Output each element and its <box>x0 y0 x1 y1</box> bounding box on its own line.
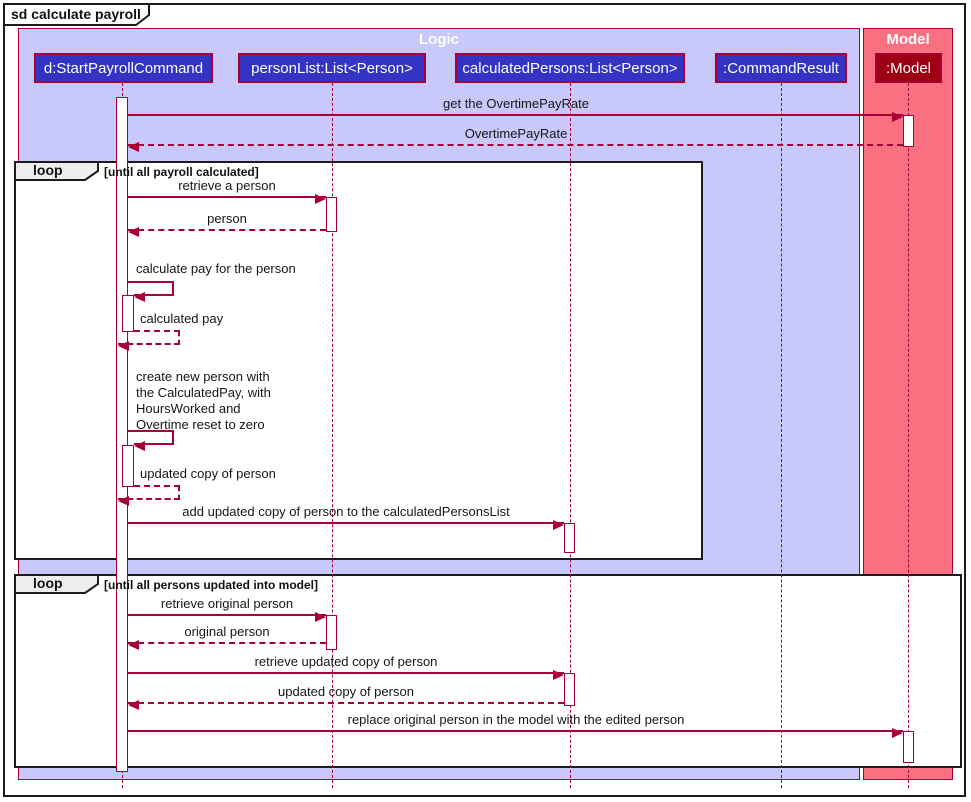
arrowhead-icon <box>315 194 326 204</box>
arrowhead-icon <box>128 142 139 152</box>
loop2-label-tab <box>14 574 99 594</box>
arrowhead-icon <box>553 670 564 680</box>
participant-label: personList:List<Person> <box>251 59 413 77</box>
participant-label: :CommandResult <box>723 59 839 77</box>
message-label-retrieve-a-person: retrieve a person <box>178 178 276 193</box>
message-label-return-calculated-pay: calculated pay <box>140 311 224 326</box>
message-calculate-pay-side <box>172 282 174 296</box>
activation-calculatedpersons-1 <box>564 523 575 553</box>
participant-startpayrollcommand: d:StartPayrollCommand <box>34 53 213 83</box>
message-label-create-new-person-line1: create new person with <box>136 369 270 384</box>
activation-d-nested-2 <box>122 445 134 487</box>
message-label-retrieve-updated-copy: retrieve updated copy of person <box>254 654 438 669</box>
logic-frame-label: Logic <box>419 31 459 48</box>
activation-d-nested-1 <box>122 295 134 332</box>
message-label-return-updated-copy: updated copy of person <box>278 684 414 699</box>
arrowhead-icon <box>128 227 139 237</box>
model-frame-label: Model <box>886 31 930 48</box>
message-return-calculated-pay-top <box>134 330 180 332</box>
loop1-condition: [until all payroll calculated] <box>104 165 259 179</box>
arrowhead-icon <box>134 441 145 451</box>
message-return-calculated-pay-bottom <box>118 341 180 351</box>
arrowhead-icon <box>892 728 903 738</box>
loop2-frame <box>14 574 962 768</box>
diagram-frame <box>3 3 966 797</box>
message-retrieve-a-person <box>128 194 326 204</box>
message-return-overtime-rate <box>128 142 903 152</box>
activation-personlist-1 <box>326 197 337 232</box>
message-label-return-original-person: original person <box>184 624 270 639</box>
message-self-return-updated-copy-bottom <box>118 496 180 506</box>
message-label-create-new-person-line2: the CalculatedPay, with <box>136 385 271 400</box>
participant-commandresult: :CommandResult <box>715 53 847 83</box>
message-retrieve-original-person <box>128 612 326 622</box>
message-return-original-person <box>128 640 326 650</box>
message-calculate-pay-bottom <box>134 292 174 302</box>
message-label-self-return-updated-copy: updated copy of person <box>140 466 276 481</box>
lifeline-calculatedpersons <box>570 83 571 788</box>
activation-personlist-2 <box>326 615 337 650</box>
message-return-updated-copy <box>128 700 564 710</box>
lifeline-commandresult <box>781 83 782 788</box>
diagram-title: sd calculate payroll <box>11 6 141 22</box>
message-label-return-overtime-rate: OvertimePayRate <box>464 126 568 141</box>
message-self-return-updated-copy-side <box>178 486 180 500</box>
message-self-return-updated-copy-top <box>134 485 180 487</box>
message-retrieve-updated-copy <box>128 670 564 680</box>
message-label-replace-original-person: replace original person in the model wit… <box>347 712 685 727</box>
loop1-keyword: loop <box>33 162 63 178</box>
arrowhead-icon <box>128 640 139 650</box>
arrowhead-icon <box>118 341 129 351</box>
arrowhead-icon <box>128 700 139 710</box>
title-tab <box>3 3 150 26</box>
activation-d-main <box>116 97 128 772</box>
activation-model-2 <box>903 731 914 763</box>
message-label-retrieve-original-person: retrieve original person <box>160 596 294 611</box>
message-return-person <box>128 227 326 237</box>
message-get-overtime-rate <box>128 112 903 122</box>
message-create-new-person-side <box>172 431 174 445</box>
loop1-label-tab <box>14 161 99 181</box>
message-label-get-overtime-rate: get the OvertimePayRate <box>443 96 589 111</box>
participant-personlist: personList:List<Person> <box>238 53 426 83</box>
participant-label: d:StartPayrollCommand <box>43 59 204 77</box>
participant-model: :Model <box>875 53 942 83</box>
lifeline-model <box>908 83 909 788</box>
message-label-return-person: person <box>207 211 247 226</box>
message-label-calculate-pay: calculate pay for the person <box>136 261 296 276</box>
loop2-keyword: loop <box>33 575 63 591</box>
arrowhead-icon <box>315 612 326 622</box>
message-return-calculated-pay-side <box>178 331 180 345</box>
activation-calculatedpersons-2 <box>564 673 575 706</box>
lifeline-personlist <box>332 83 333 788</box>
message-label-create-new-person-line3: HoursWorked and <box>136 401 241 416</box>
participant-label: calculatedPersons:List<Person> <box>462 59 678 77</box>
arrowhead-icon <box>134 292 145 302</box>
message-label-create-new-person-line4: Overtime reset to zero <box>136 417 265 432</box>
arrowhead-icon <box>118 496 129 506</box>
message-label-add-updated-copy: add updated copy of person to the calcul… <box>182 504 510 519</box>
participant-label: :Model <box>885 59 932 77</box>
message-calculate-pay-top <box>128 281 174 283</box>
participant-calculatedpersons: calculatedPersons:List<Person> <box>455 53 685 83</box>
message-replace-original-person <box>128 728 903 738</box>
message-create-new-person-bottom <box>134 441 174 451</box>
arrowhead-icon <box>553 520 564 530</box>
message-add-updated-copy <box>128 520 564 530</box>
loop2-condition: [until all persons updated into model] <box>104 578 319 592</box>
arrowhead-icon <box>892 112 903 122</box>
message-create-new-person-top <box>128 430 174 432</box>
activation-model-1 <box>903 115 914 147</box>
